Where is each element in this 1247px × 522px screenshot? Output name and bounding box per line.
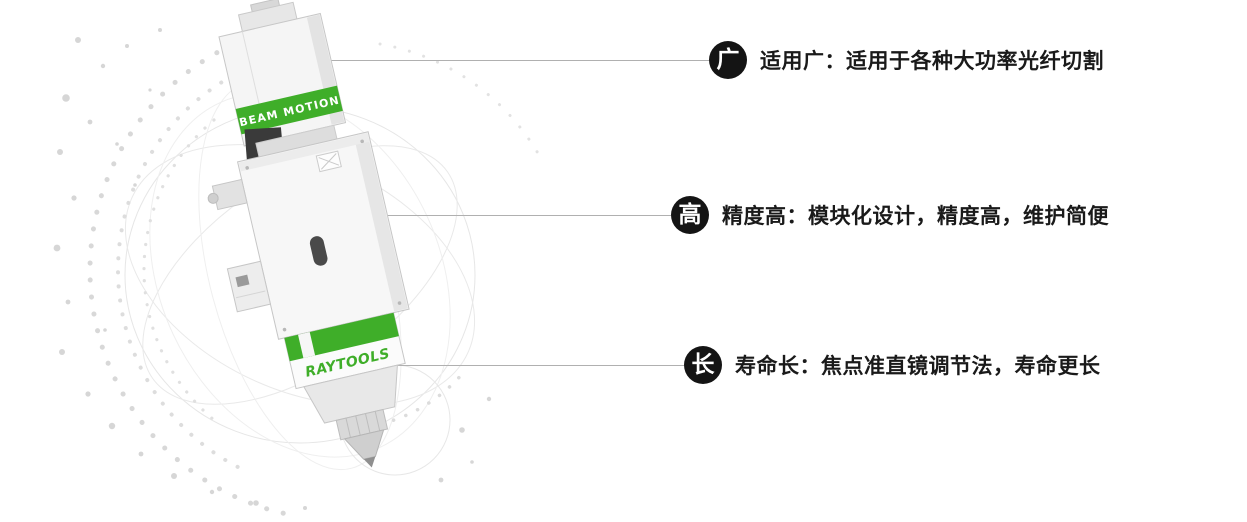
feature-text-wide: 适用广：适用于各种大功率光纤切割 xyxy=(760,49,1104,73)
nozzle-assembly xyxy=(303,364,398,468)
feature-callout-wide-application: 广 适用广：适用于各种大功率光纤切割 xyxy=(329,41,1104,79)
viewing-slot xyxy=(309,236,328,266)
nozzle-tip xyxy=(363,456,376,468)
laser-cutting-head: BEAM MOTION xyxy=(207,0,410,468)
feature-badge-long: 长 xyxy=(684,346,722,384)
dotted-arcs xyxy=(87,21,541,519)
leader-line xyxy=(329,59,709,61)
focus-module: RAYTOOLS xyxy=(283,312,406,390)
leader-line xyxy=(385,214,671,216)
collimation-unit: BEAM MOTION xyxy=(218,12,347,147)
feature-callout-long-life: 长 寿命长：焦点准直镜调节法，寿命更长 xyxy=(393,346,1101,384)
beam-motion-band xyxy=(235,85,343,135)
main-body xyxy=(236,131,410,340)
feature-badge-wide: 广 xyxy=(709,41,747,79)
feature-callout-high-precision: 高 精度高：模块化设计，精度高，维护简便 xyxy=(385,196,1109,234)
side-connectors xyxy=(207,178,272,313)
feature-text-high: 精度高：模块化设计，精度高，维护简便 xyxy=(722,204,1109,228)
feature-badge-high: 高 xyxy=(671,196,709,234)
scattered-dots xyxy=(53,28,492,510)
feature-text-long: 寿命长：焦点准直镜调节法，寿命更长 xyxy=(735,354,1101,378)
leader-line xyxy=(393,364,684,366)
